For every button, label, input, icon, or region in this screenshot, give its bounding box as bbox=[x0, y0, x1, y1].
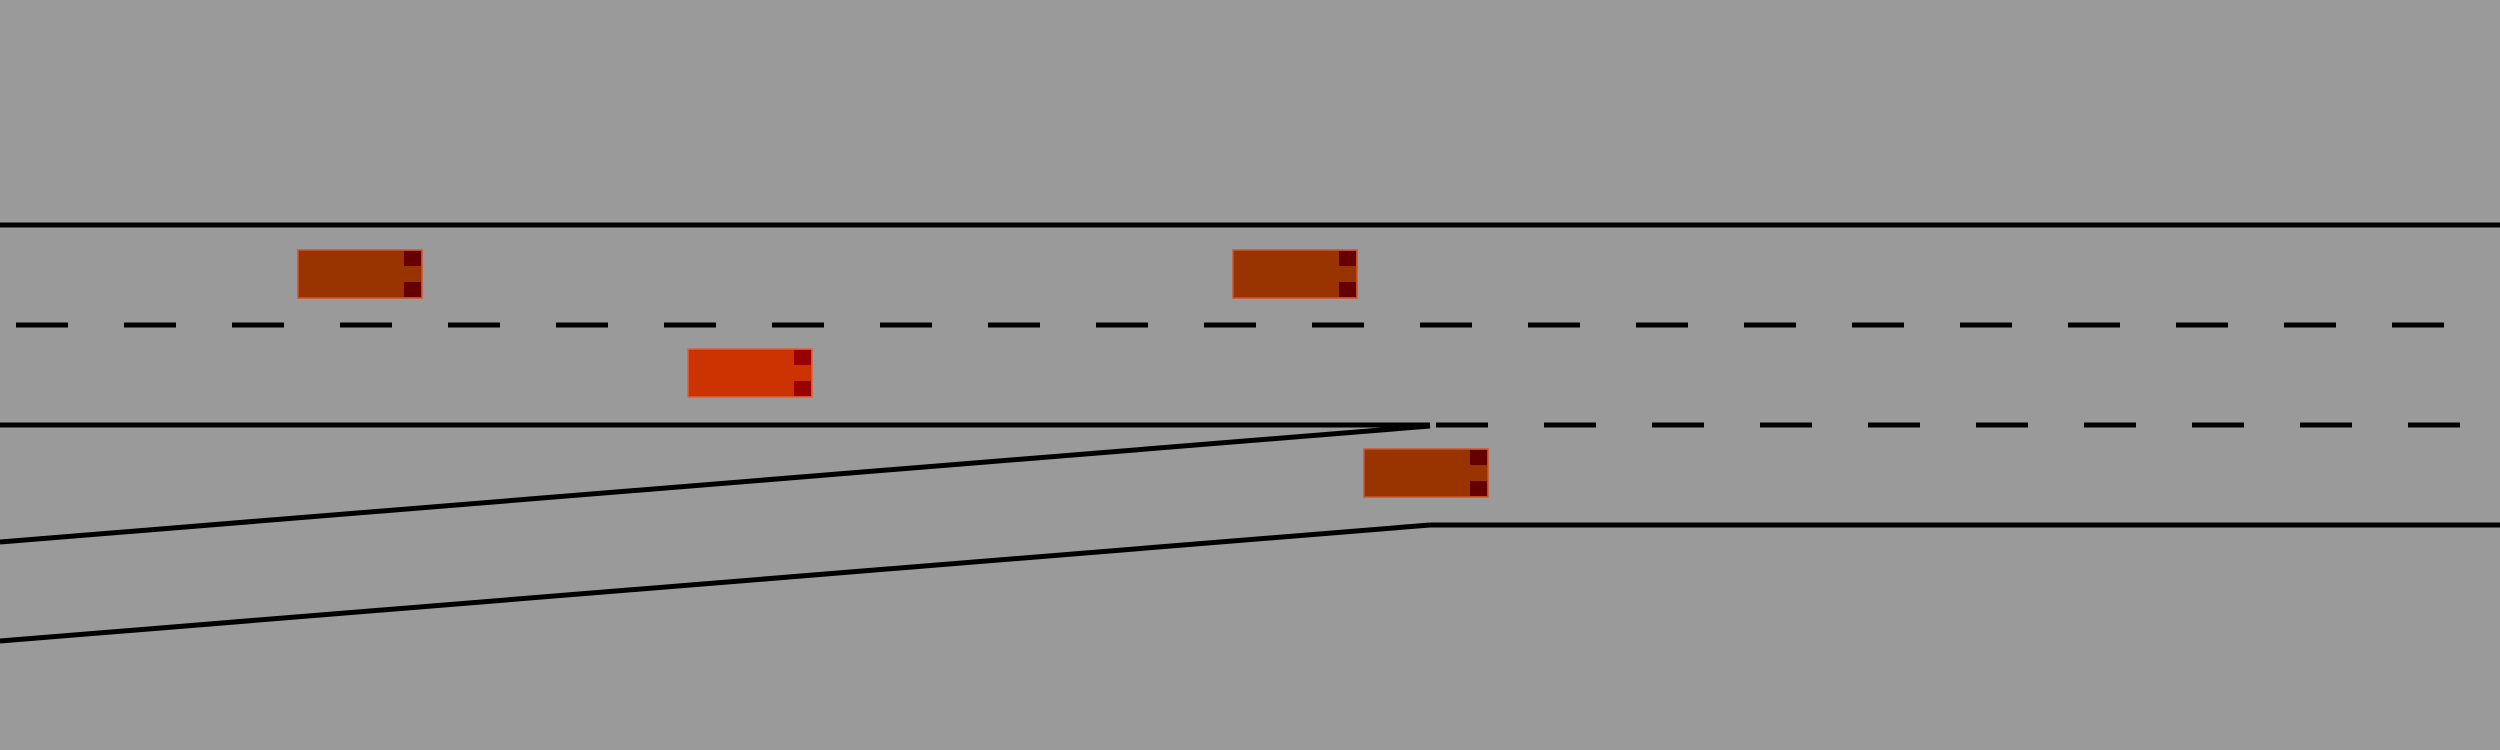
merge-lane-upper-edge bbox=[0, 423, 1431, 545]
vehicle-body bbox=[297, 249, 423, 299]
taillight bbox=[1470, 450, 1487, 465]
merge-lane-lower-edge bbox=[0, 522, 1431, 644]
ego-vehicle bbox=[687, 348, 813, 398]
taillight bbox=[404, 251, 421, 266]
taillight bbox=[1339, 282, 1356, 297]
taillight bbox=[794, 350, 811, 365]
vehicle-1 bbox=[297, 249, 423, 299]
vehicle-body bbox=[1232, 249, 1358, 299]
taillight bbox=[404, 282, 421, 297]
vehicle-3 bbox=[1363, 448, 1489, 498]
vehicle-body bbox=[687, 348, 813, 398]
vehicle-2 bbox=[1232, 249, 1358, 299]
taillight bbox=[1339, 251, 1356, 266]
vehicle-body bbox=[1363, 448, 1489, 498]
taillight bbox=[794, 381, 811, 396]
taillight bbox=[1470, 481, 1487, 496]
